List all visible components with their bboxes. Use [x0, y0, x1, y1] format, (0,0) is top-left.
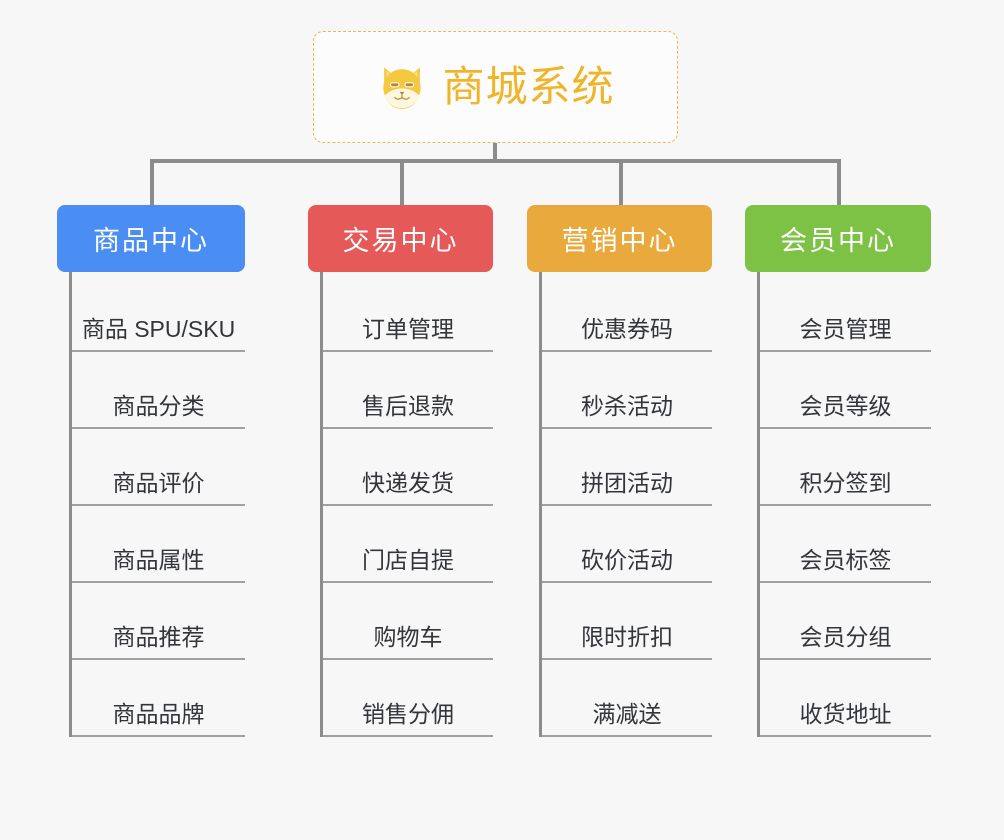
list-item[interactable]: 满减送 [542, 660, 712, 737]
category-box-product-center[interactable]: 商品中心 [57, 205, 245, 272]
shiba-dog-icon [383, 67, 422, 109]
list-item[interactable]: 会员等级 [760, 352, 931, 429]
list-item[interactable]: 砍价活动 [542, 506, 712, 583]
connector-drop-2 [400, 159, 404, 205]
list-item-label: 拼团活动 [581, 470, 673, 496]
list-item-label: 商品属性 [112, 547, 205, 573]
category-box-member-center[interactable]: 会员中心 [745, 205, 931, 272]
list-item-label: 订单管理 [362, 316, 454, 342]
list-item-label: 满减送 [592, 701, 662, 727]
list-item[interactable]: 销售分佣 [323, 660, 493, 737]
list-item[interactable]: 收货地址 [760, 660, 931, 737]
list-item[interactable]: 积分签到 [760, 429, 931, 506]
list-item-label: 限时折扣 [581, 624, 673, 650]
connector-drop-4 [837, 159, 841, 205]
root-title-label: 商城系统 [442, 63, 615, 110]
list-item[interactable]: 拼团活动 [542, 429, 712, 506]
list-item-label: 会员标签 [799, 547, 892, 573]
sublist-marketing-center: 优惠券码 秒杀活动 拼团活动 砍价活动 限时折扣 满减送 [539, 272, 712, 737]
category-label: 交易中心 [342, 226, 459, 256]
list-item-label: 商品推荐 [112, 624, 205, 650]
list-item[interactable]: 商品品牌 [72, 660, 245, 737]
connector-drop-3 [619, 159, 623, 205]
list-item[interactable]: 售后退款 [323, 352, 493, 429]
list-item[interactable]: 优惠券码 [542, 284, 712, 352]
list-item[interactable]: 会员分组 [760, 583, 931, 660]
list-item-label: 快递发货 [362, 470, 454, 496]
branch-member-center: 会员中心 会员管理 会员等级 积分签到 会员标签 会员分组 收货地址 [745, 205, 931, 737]
sublist-product-center: 商品 SPU/SKU 商品分类 商品评价 商品属性 商品推荐 商品品牌 [69, 272, 245, 737]
list-item-label: 砍价活动 [581, 547, 673, 573]
connector-horizontal-bar [150, 159, 840, 163]
list-item[interactable]: 商品分类 [72, 352, 245, 429]
list-item[interactable]: 订单管理 [323, 284, 493, 352]
list-item[interactable]: 门店自提 [323, 506, 493, 583]
list-item-label: 商品品牌 [112, 701, 205, 727]
list-item[interactable]: 会员标签 [760, 506, 931, 583]
list-item-label: 会员分组 [799, 624, 892, 650]
list-item-label: 积分签到 [799, 470, 892, 496]
list-item-label: 会员管理 [799, 316, 892, 342]
root-title-card[interactable]: 商城系统 [313, 31, 678, 143]
list-item-label: 秒杀活动 [581, 393, 673, 419]
list-item-label: 商品分类 [112, 393, 205, 419]
list-item-label: 商品评价 [112, 470, 205, 496]
category-label: 营销中心 [561, 226, 678, 256]
list-item-label: 优惠券码 [581, 316, 673, 342]
sublist-member-center: 会员管理 会员等级 积分签到 会员标签 会员分组 收货地址 [757, 272, 931, 737]
list-item[interactable]: 秒杀活动 [542, 352, 712, 429]
list-item[interactable]: 限时折扣 [542, 583, 712, 660]
connector-stem [493, 143, 497, 162]
list-item[interactable]: 购物车 [323, 583, 493, 660]
category-label: 会员中心 [780, 226, 896, 256]
list-item-label: 收货地址 [799, 701, 892, 727]
list-item-label: 销售分佣 [362, 701, 454, 727]
list-item[interactable]: 会员管理 [760, 284, 931, 352]
branch-trade-center: 交易中心 订单管理 售后退款 快递发货 门店自提 购物车 销售分佣 [308, 205, 493, 737]
list-item[interactable]: 商品推荐 [72, 583, 245, 660]
category-box-trade-center[interactable]: 交易中心 [308, 205, 493, 272]
list-item[interactable]: 商品 SPU/SKU [72, 284, 245, 352]
list-item[interactable]: 商品属性 [72, 506, 245, 583]
connector-drop-1 [150, 159, 154, 205]
list-item-label: 售后退款 [362, 393, 454, 419]
list-item-label: 门店自提 [362, 547, 454, 573]
branch-product-center: 商品中心 商品 SPU/SKU 商品分类 商品评价 商品属性 商品推荐 商品品牌 [57, 205, 245, 737]
list-item[interactable]: 商品评价 [72, 429, 245, 506]
list-item-label: 商品 SPU/SKU [81, 316, 236, 342]
sublist-trade-center: 订单管理 售后退款 快递发货 门店自提 购物车 销售分佣 [320, 272, 493, 737]
list-item-label: 会员等级 [799, 393, 892, 419]
branch-marketing-center: 营销中心 优惠券码 秒杀活动 拼团活动 砍价活动 限时折扣 满减送 [527, 205, 712, 737]
category-label: 商品中心 [93, 226, 209, 256]
category-box-marketing-center[interactable]: 营销中心 [527, 205, 712, 272]
list-item-label: 购物车 [373, 624, 443, 650]
list-item[interactable]: 快递发货 [323, 429, 493, 506]
